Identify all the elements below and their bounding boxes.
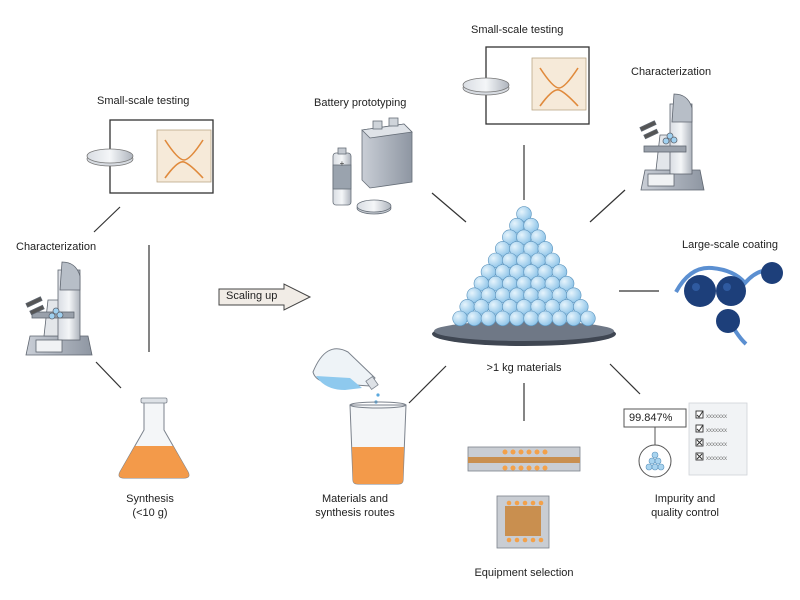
label-impurity: Impurity and [654, 493, 716, 505]
synthesis-flask-icon [118, 397, 190, 479]
label-materials-routes-2: synthesis routes [315, 507, 395, 519]
label-quality-control: quality control [651, 507, 719, 519]
equipment-selection-icon [467, 446, 581, 549]
label-materials-routes-1: Materials and [321, 493, 389, 505]
material-sphere [565, 310, 582, 327]
purity-percentage: 99.847% [629, 412, 673, 424]
material-sphere [558, 275, 575, 292]
materials-synthesis-icon [312, 348, 407, 485]
checklist-item-4: xxxxxxx [706, 456, 727, 462]
label-large-scale-coating: Large-scale coating [682, 239, 779, 251]
material-sphere [537, 241, 553, 257]
material-spheres-pile [452, 206, 596, 327]
label-small-scale-testing-right: Small-scale testing [471, 24, 564, 36]
material-sphere [466, 310, 482, 327]
checklist-item-2: xxxxxxx [706, 428, 727, 434]
material-sphere [509, 310, 525, 327]
quality-control-icon [623, 402, 748, 478]
coin-cell-test-icon-right [462, 46, 590, 125]
roll-coating-icon [674, 262, 783, 346]
checklist-item-3: xxxxxxx [706, 442, 727, 448]
battery-prototype-icon: + [332, 117, 413, 215]
label-synthesis: Synthesis [126, 493, 174, 505]
coin-cell-test-icon-left [86, 119, 214, 194]
checklist-item-1: xxxxxxx [706, 414, 727, 420]
material-sphere [530, 229, 546, 245]
microscope-icon-left [25, 261, 93, 356]
hub-connectors [408, 145, 659, 421]
label-characterization-right: Characterization [631, 66, 712, 78]
material-sphere [523, 310, 539, 327]
material-sphere [565, 287, 582, 303]
material-sphere [551, 264, 568, 280]
label-battery-prototyping: Battery prototyping [314, 97, 407, 109]
label-synthesis-amount: (<10 g) [132, 507, 168, 519]
material-sphere [580, 310, 596, 327]
microscope-icon-right [639, 93, 705, 191]
svg-text:+: + [340, 159, 345, 168]
material-sphere [480, 310, 497, 327]
material-sphere [523, 217, 539, 234]
scaling-up-arrow [218, 283, 312, 311]
material-sphere [495, 310, 511, 327]
label-characterization-left: Characterization [16, 241, 97, 253]
label-small-scale-testing-left: Small-scale testing [97, 95, 190, 107]
material-sphere [452, 310, 468, 327]
material-sphere [516, 206, 532, 222]
material-sphere [544, 252, 561, 269]
material-sphere [537, 310, 553, 327]
label-center-materials: >1 kg materials [486, 362, 562, 374]
label-equipment-selection: Equipment selection [474, 567, 574, 579]
material-sphere [573, 299, 589, 315]
scaling-up-label: Scaling up [226, 290, 278, 302]
left-cycle-connectors [93, 206, 150, 389]
material-sphere [551, 310, 568, 327]
